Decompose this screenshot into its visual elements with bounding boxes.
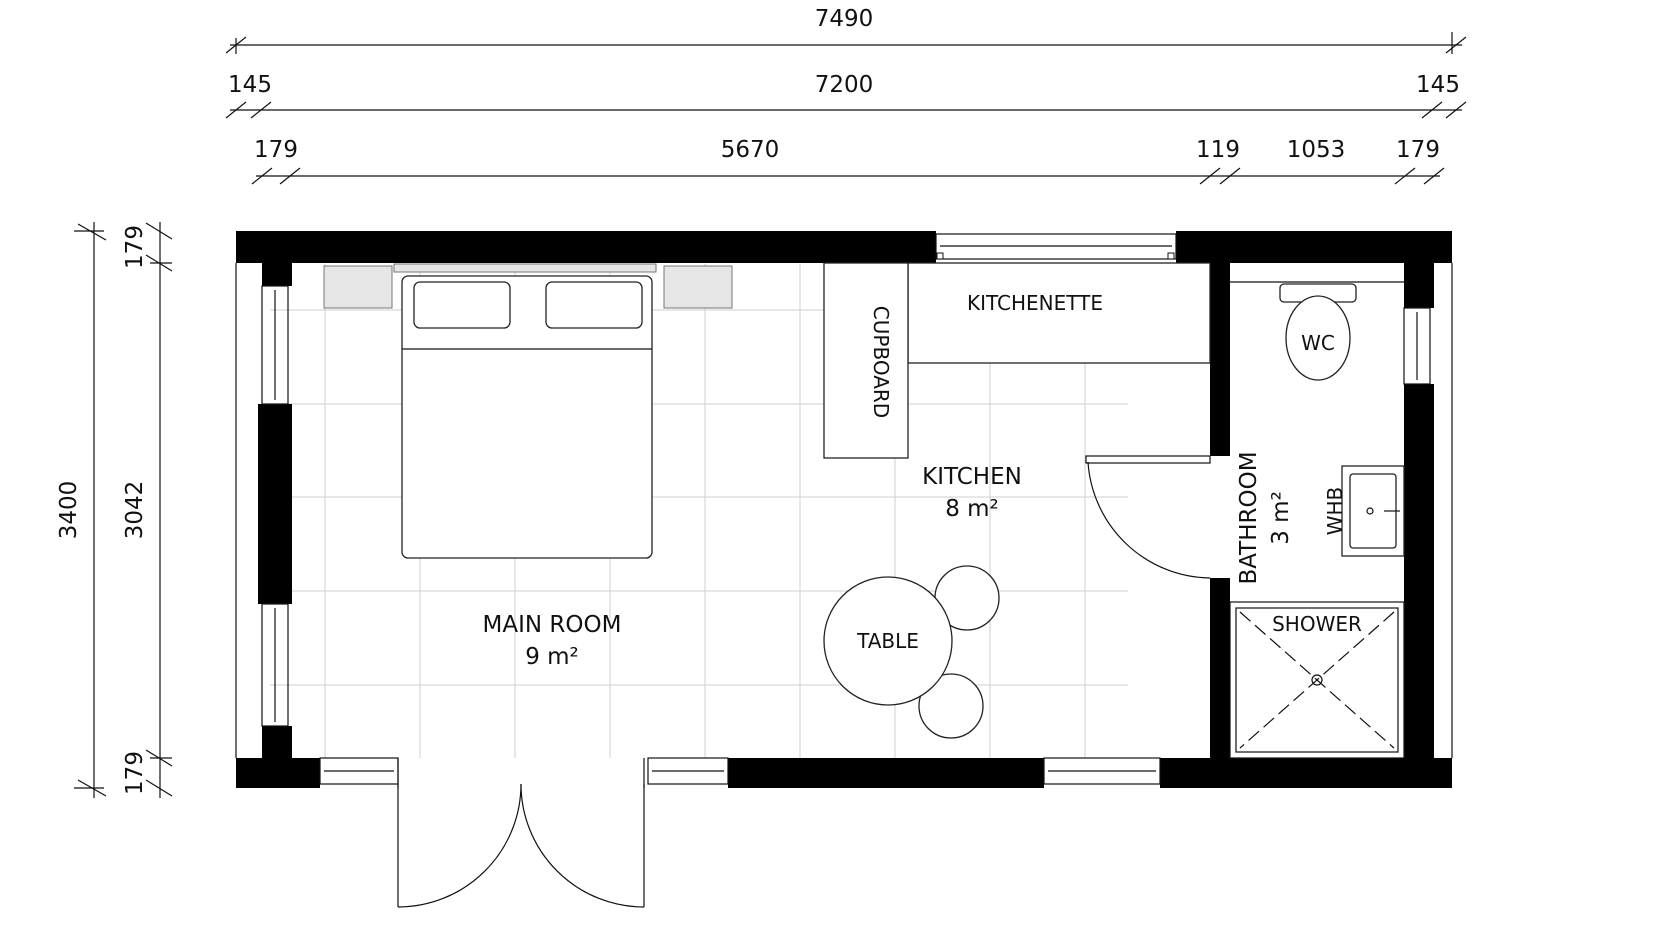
bathroom-area: 3 m² — [1268, 491, 1294, 545]
kitchenette-counter — [823, 262, 1211, 459]
room-labels: MAIN ROOM 9 m² KITCHEN 8 m² BATHROOM 3 m… — [483, 451, 1294, 670]
whb-label: WHB — [1323, 487, 1347, 536]
bathroom-fixtures — [1229, 281, 1405, 759]
fixture-labels: KITCHENETTE CUPBOARD TABLE WC WHB SHOWER — [856, 291, 1362, 653]
horizontal-dimensions: 7490 145 7200 145 179 5670 119 1053 179 — [225, 6, 1467, 185]
bed — [323, 263, 733, 559]
dim-right-wall: 179 — [1396, 137, 1440, 163]
dim-inner-length: 7200 — [815, 72, 874, 98]
outer-skin — [235, 263, 1453, 758]
kitchen-area: 8 m² — [945, 496, 999, 522]
dining-table — [823, 565, 1000, 739]
bathroom-door — [1085, 455, 1211, 579]
table-label: TABLE — [856, 629, 919, 653]
bathroom-name: BATHROOM — [1236, 451, 1262, 584]
kitchenette-label: KITCHENETTE — [967, 291, 1103, 315]
dim-bottom-wall: 179 — [122, 751, 148, 795]
dim-outer-left-wall: 145 — [228, 72, 272, 98]
dim-partition: 119 — [1196, 137, 1240, 163]
dim-outer-right-wall: 145 — [1416, 72, 1460, 98]
dim-inner-width: 3042 — [122, 481, 148, 540]
dim-overall-length: 7490 — [815, 6, 874, 32]
cupboard-label: CUPBOARD — [869, 306, 893, 418]
wc-label: WC — [1301, 331, 1335, 355]
main-room-area: 9 m² — [525, 644, 579, 670]
dim-main-span: 5670 — [721, 137, 780, 163]
main-room-name: MAIN ROOM — [483, 612, 622, 638]
dim-top-wall: 179 — [122, 225, 148, 269]
kitchen-name: KITCHEN — [922, 464, 1022, 490]
shower-label: SHOWER — [1272, 612, 1362, 636]
walls — [236, 231, 1452, 788]
entrance-door — [397, 758, 645, 908]
dim-left-wall: 179 — [254, 137, 298, 163]
vertical-dimensions: 3400 179 3042 179 — [56, 222, 173, 798]
dim-bathroom-span: 1053 — [1287, 137, 1346, 163]
dim-overall-width: 3400 — [56, 481, 82, 540]
